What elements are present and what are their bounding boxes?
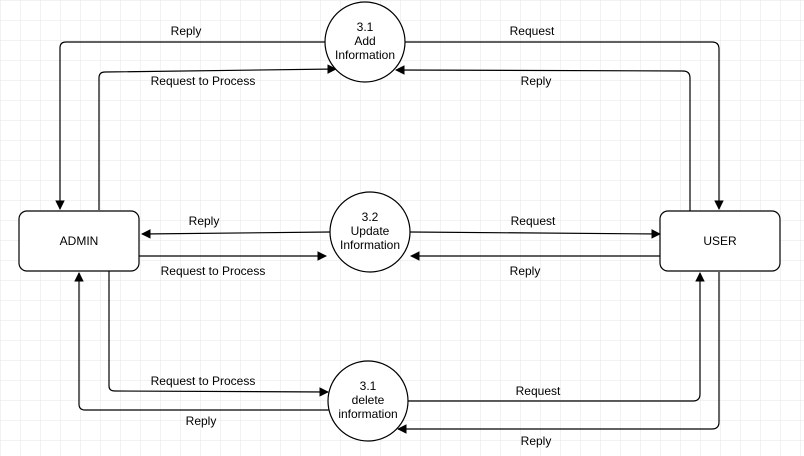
label-add-admin-request: Request to Process <box>151 74 256 88</box>
process-update-line1: Update <box>351 224 390 238</box>
process-delete-line2: information <box>338 407 397 421</box>
label-add-user-reply: Reply <box>521 74 552 88</box>
process-update-number: 3.2 <box>362 210 379 224</box>
user-entity[interactable]: USER <box>659 210 781 272</box>
label-delete-user-request: Request <box>516 384 561 398</box>
process-update-information[interactable]: 3.2 Update Information <box>329 191 411 273</box>
process-add-line2: Information <box>335 48 395 62</box>
flow-delete-request-to-user <box>408 272 705 402</box>
process-update-line2: Information <box>340 238 400 252</box>
admin-label: ADMIN <box>60 234 99 248</box>
process-delete-information[interactable]: 3.1 delete information <box>327 360 409 442</box>
process-add-number: 3.1 <box>357 20 374 34</box>
flow-update-request-to-user <box>409 229 661 239</box>
flow-user-reply-to-delete <box>397 272 720 434</box>
label-add-admin-reply: Reply <box>171 24 202 38</box>
process-add-line1: Add <box>354 34 375 48</box>
flow-user-request-to-add <box>405 41 724 210</box>
label-delete-admin-request: Request to Process <box>151 374 256 388</box>
flow-admin-request-to-add <box>98 64 337 210</box>
flow-delete-reply-to-admin <box>74 272 330 411</box>
label-update-user-request: Request <box>511 214 556 228</box>
label-update-user-reply: Reply <box>510 264 541 278</box>
label-delete-admin-reply: Reply <box>186 414 217 428</box>
process-add-information[interactable]: 3.1 Add Information <box>324 1 406 83</box>
process-delete-line1: delete <box>352 393 385 407</box>
flow-admin-request-to-delete <box>108 271 329 397</box>
flow-update-reply-to-admin <box>141 229 331 239</box>
label-add-user-request: Request <box>510 24 555 38</box>
label-update-admin-request: Request to Process <box>161 264 266 278</box>
label-update-admin-reply: Reply <box>189 214 220 228</box>
process-delete-number: 3.1 <box>360 379 377 393</box>
flow-add-reply-to-admin <box>55 41 325 210</box>
admin-entity[interactable]: ADMIN <box>18 210 140 272</box>
label-delete-user-reply: Reply <box>521 434 552 448</box>
user-label: USER <box>703 234 737 248</box>
flow-add-reply-to-user <box>395 65 691 211</box>
